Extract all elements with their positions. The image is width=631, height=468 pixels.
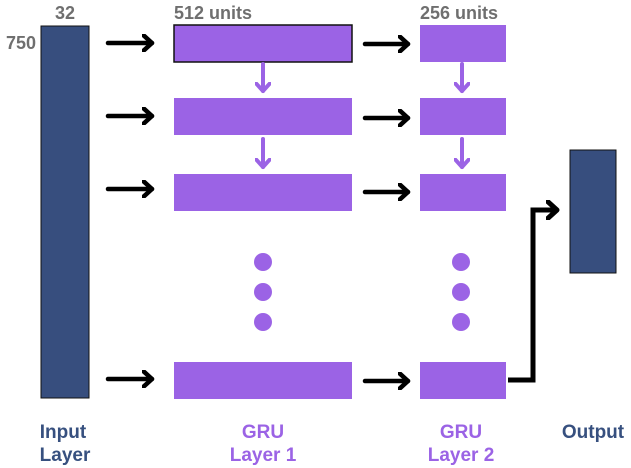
gru1-ellipsis — [254, 253, 272, 331]
gru1-cell — [174, 362, 352, 399]
gru-layer-2-blocks — [420, 25, 506, 399]
gru1-units-label: 512 units — [174, 3, 252, 23]
gru1-name-line2: Layer 1 — [230, 445, 297, 466]
gru2-cell — [420, 25, 506, 62]
input-height-label: 750 — [6, 33, 36, 53]
gru2-ellipsis — [452, 253, 470, 331]
input-layer-block — [40, 25, 90, 399]
gru1-cell — [173, 24, 353, 63]
input-layer-name-line1: Input — [40, 422, 87, 443]
gru2-units-label: 256 units — [420, 3, 498, 23]
input-layer-name-line2: Layer — [40, 445, 91, 466]
ellipsis-dot — [452, 313, 470, 331]
gru1-cell — [174, 98, 352, 135]
gru1-name-line1: GRU — [242, 422, 284, 443]
output-layer-name: Output — [562, 422, 625, 443]
gru1-cell — [174, 174, 352, 211]
ellipsis-dot — [254, 253, 272, 271]
ellipsis-dot — [254, 313, 272, 331]
gru2-cell — [420, 98, 506, 135]
gru2-name-line2: Layer 2 — [428, 445, 495, 466]
output-layer-block — [569, 149, 617, 274]
ellipsis-dot — [254, 283, 272, 301]
gru1-to-gru2-arrows — [362, 44, 411, 381]
input-width-label: 32 — [55, 3, 75, 23]
gru2-to-output-arrow — [508, 210, 557, 383]
gru2-name-line1: GRU — [440, 422, 482, 443]
gru2-cell — [420, 362, 506, 399]
gru-layer-1-blocks — [173, 24, 353, 399]
ellipsis-dot — [452, 253, 470, 271]
gru2-cell — [420, 174, 506, 211]
ellipsis-dot — [452, 283, 470, 301]
input-to-gru1-arrows — [105, 43, 155, 379]
